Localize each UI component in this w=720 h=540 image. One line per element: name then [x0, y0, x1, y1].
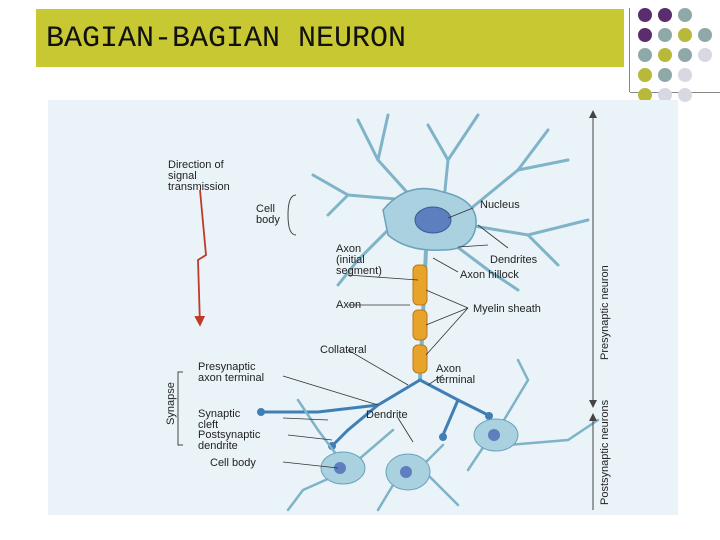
- terminal-bouton: [257, 408, 265, 416]
- label-direction: signal: [168, 170, 197, 182]
- label-direction: transmission: [168, 181, 230, 193]
- dot: [658, 8, 672, 22]
- divider-horizontal: [630, 92, 720, 93]
- myelin-segment: [412, 264, 428, 306]
- label-axon: Axon: [336, 299, 361, 311]
- dot: [678, 48, 692, 62]
- signal-direction-arrow: [194, 189, 207, 327]
- label-dendrites: Dendrites: [490, 254, 538, 266]
- label-direction: Direction of: [168, 159, 225, 171]
- dot: [658, 88, 672, 102]
- synapse-bracket: [177, 371, 183, 446]
- label-axon-terminal: terminal: [436, 374, 475, 386]
- label-nucleus: Nucleus: [480, 199, 520, 211]
- terminal-bouton: [485, 412, 493, 420]
- label-cell-body: Cell: [256, 203, 275, 215]
- label-axon-initial: segment): [336, 265, 382, 277]
- label-postsynaptic: Postsynaptic: [198, 429, 261, 441]
- label-synaptic-cleft: Synaptic: [198, 408, 241, 420]
- dot: [658, 68, 672, 82]
- label-axon-initial: Axon: [336, 243, 361, 255]
- label-synapse: Synapse: [165, 382, 177, 425]
- label-presynaptic: axon terminal: [198, 372, 264, 384]
- label-synaptic-cleft: cleft: [198, 419, 218, 431]
- label-postsynaptic: dendrite: [198, 440, 238, 452]
- dot: [638, 28, 652, 42]
- label-axon-initial: (initial: [336, 254, 365, 266]
- dot: [638, 68, 652, 82]
- dot: [638, 88, 652, 102]
- myelin-segment: [412, 344, 428, 374]
- axon-terminals: [261, 378, 490, 447]
- dot: [678, 88, 692, 102]
- terminal-bouton: [439, 433, 447, 441]
- label-collateral: Collateral: [320, 344, 366, 356]
- label-axon-terminal: Axon: [436, 363, 461, 375]
- neuron-figure: Direction of signal transmission Cell bo…: [48, 100, 678, 515]
- neuron-diagram: Direction of signal transmission Cell bo…: [165, 110, 611, 512]
- label-cell-body: body: [256, 214, 280, 226]
- label-axon-hillock: Axon hillock: [460, 269, 519, 281]
- slide-title: BAGIAN-BAGIAN NEURON: [46, 22, 407, 56]
- label-cell-body-bottom: Cell body: [210, 457, 256, 469]
- dot: [658, 28, 672, 42]
- dot: [658, 48, 672, 62]
- dot: [638, 8, 652, 22]
- dot: [678, 68, 692, 82]
- label-presynaptic-neuron: Presynaptic neuron: [599, 265, 611, 360]
- dot: [678, 28, 692, 42]
- nucleus: [414, 206, 452, 234]
- divider-vertical: [629, 8, 630, 92]
- label-presynaptic: Presynaptic: [198, 361, 256, 373]
- dot: [698, 28, 712, 42]
- label-myelin: Myelin sheath: [473, 303, 541, 315]
- dot: [678, 8, 692, 22]
- myelin-segment: [412, 309, 428, 341]
- label-postsynaptic-neurons: Postsynaptic neurons: [599, 399, 611, 505]
- title-bar: BAGIAN-BAGIAN NEURON: [36, 9, 624, 67]
- dot: [698, 48, 712, 62]
- dot: [638, 48, 652, 62]
- label-dendrite: Dendrite: [366, 409, 408, 421]
- cell-body-bracket: [287, 194, 297, 236]
